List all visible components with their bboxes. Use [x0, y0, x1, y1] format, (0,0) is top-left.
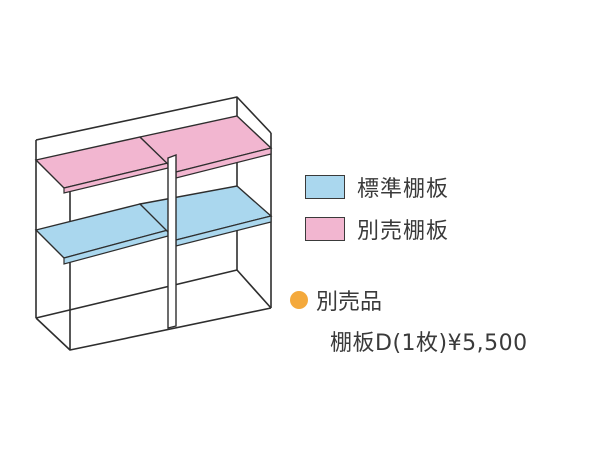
- legend-standard-shelf: 標準棚板: [305, 170, 449, 204]
- optional-item-heading: 別売品: [290, 285, 528, 315]
- bottom-front-edge: [35, 307, 272, 351]
- optional-item-heading-text: 別売品: [316, 290, 383, 315]
- optional-shelves: [34, 115, 273, 194]
- optional-item-detail: 棚板D(1枚)¥5,500: [330, 331, 528, 356]
- legend-swatch-optional: [305, 217, 345, 241]
- legend-swatch-standard: [305, 175, 345, 199]
- center-divider: [167, 153, 177, 329]
- legend-label-standard: 標準棚板: [357, 177, 450, 202]
- optional-item-note: 別売品 棚板D(1枚)¥5,500: [290, 285, 528, 357]
- legend-label-optional: 別売棚板: [357, 219, 450, 244]
- standard-shelves: [34, 185, 273, 265]
- legend-optional-shelf: 別売棚板: [305, 212, 449, 246]
- bottom-back-edge: [35, 269, 272, 319]
- center-divider-panel: [167, 153, 177, 329]
- orange-circle-icon: [290, 291, 308, 309]
